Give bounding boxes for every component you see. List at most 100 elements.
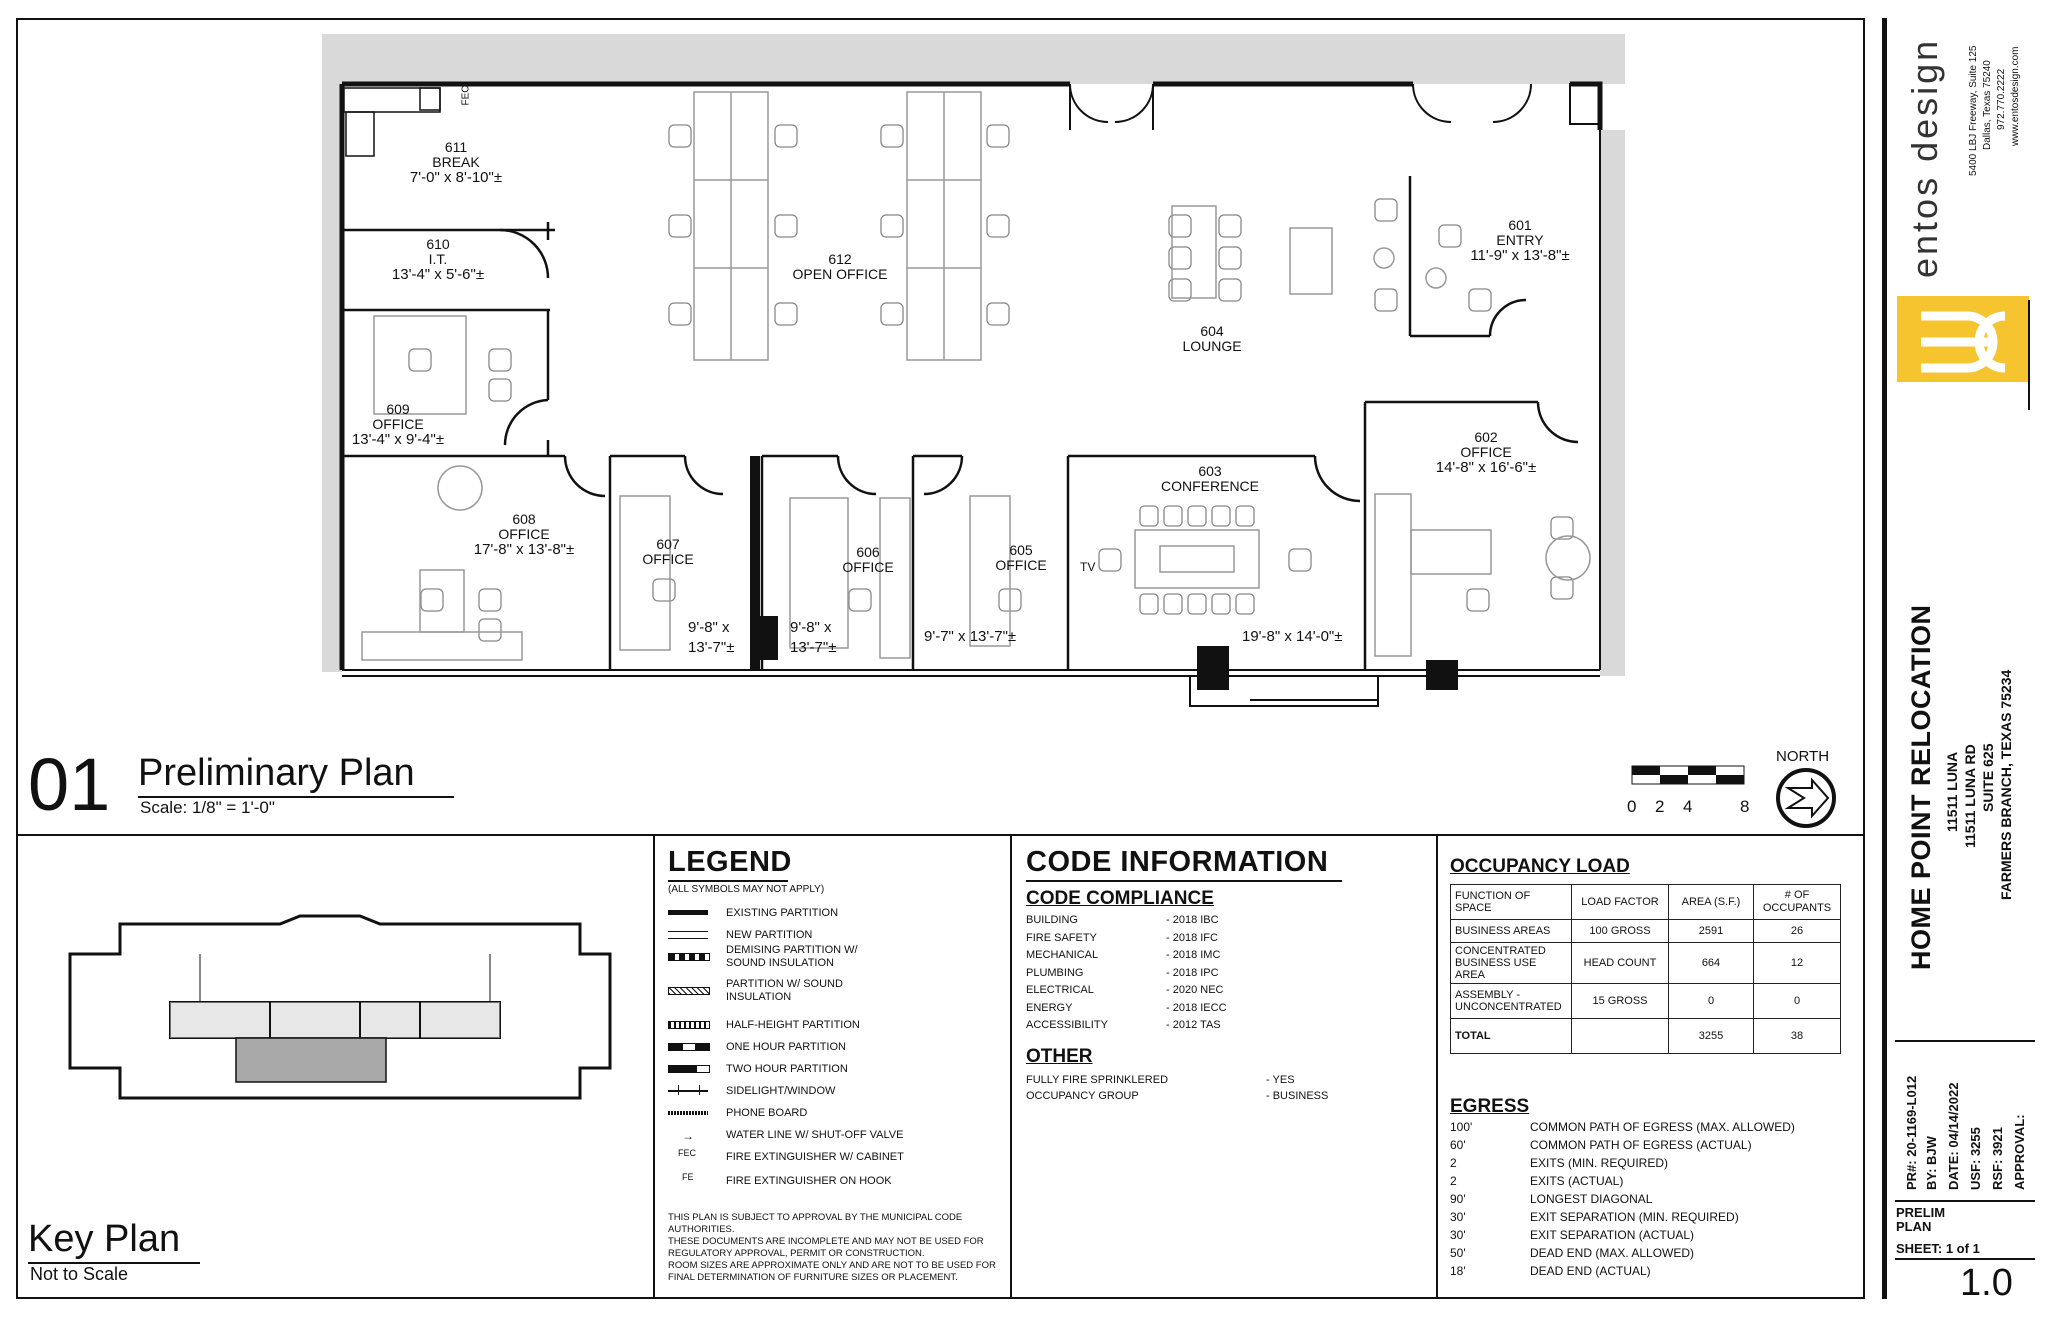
chair-icon [420,588,444,612]
chair-icon [880,302,904,326]
scale-tick-0: 0 [1627,797,1637,816]
code-compliance-list: BUILDING- 2018 IBC FIRE SAFETY- 2018 IFC… [1026,914,1406,1037]
egress-title: EGRESS [1450,1096,1530,1117]
occupancy-row: CONCENTRATED BUSINESS USE AREA HEAD COUN… [1450,942,1841,984]
legend-item: PHONE BOARD [668,1104,807,1122]
occupancy-header-row: FUNCTION OF SPACE LOAD FACTOR AREA (S.F.… [1450,884,1841,920]
code-title: CODE INFORMATION [1026,846,1329,878]
chair-icon [1163,505,1183,527]
chair-icon [1139,505,1159,527]
plan-name: Preliminary Plan [138,752,415,794]
project-line-3: SUITE 625 [1980,743,1996,812]
key-plan-title: Key Plan [28,1218,181,1260]
firm-address-2: Dallas, Texas 75240 [1982,60,1993,150]
plan-number: 01 [28,743,111,826]
legend-item: HALF-HEIGHT PARTITION [668,1016,860,1034]
plan-divider [16,834,1865,836]
legend-disclaimer: THIS PLAN IS SUBJECT TO APPROVAL BY THE … [668,1212,996,1283]
chair-icon [986,214,1010,238]
chair-icon [1098,548,1122,572]
chair-icon [1168,214,1192,238]
project-title: HOME POINT RELOCATION [1906,604,1936,971]
scale-tick-4: 4 [1683,797,1693,816]
keyplan-divider [653,834,655,1299]
scale-bar [1631,765,1745,785]
chair-icon [880,214,904,238]
sheet-approval: APPROVAL: [2012,1114,2027,1190]
code-other-row: FULLY FIRE SPRINKLERED- YES [1026,1074,1295,1086]
legend-item: DEMISING PARTITION W/ SOUND INSULATION [668,944,896,969]
legend-item: →WATER LINE W/ SHUT-OFF VALVE [682,1129,904,1143]
sheet-by: BY: BJW [1924,1136,1939,1190]
egress-list: 100'COMMON PATH OF EGRESS (MAX. ALLOWED)… [1450,1120,1870,1290]
sheet-count: SHEET: 1 of 1 [1896,1241,1980,1256]
chair-icon [668,124,692,148]
code-row: ELECTRICAL- 2020 NEC [1026,984,1224,996]
chair-icon [1139,593,1159,615]
firm-name: entos design [1904,37,1945,278]
key-plan-rule [28,1262,200,1264]
chair-icon [1466,588,1490,612]
code-other-row: OCCUPANCY GROUP- BUSINESS [1026,1090,1329,1102]
egress-row: 30'EXIT SEPARATION (MIN. REQUIRED) [1450,1210,1739,1224]
code-row: ACCESSIBILITY- 2012 TAS [1026,1019,1221,1031]
legend-note: (ALL SYMBOLS MAY NOT APPLY) [668,884,825,895]
legend-item: ONE HOUR PARTITION [668,1038,846,1056]
chair-icon [1218,278,1242,302]
code-row: BUILDING- 2018 IBC [1026,914,1219,926]
project-line-1: 11511 LUNA [1944,751,1960,832]
chair-icon [1168,278,1192,302]
code-compliance-title: CODE COMPLIANCE [1026,888,1214,909]
titleblock-line-left [1882,18,1887,1299]
room-603-size: 19'-8" x 14'-0"± [1242,628,1343,645]
code-divider [1436,834,1438,1299]
egress-row: 90'LONGEST DIAGONAL [1450,1192,1653,1206]
chair-icon [488,348,512,372]
chair-icon [1438,224,1462,248]
chair-icon [1218,246,1242,270]
sheet-usf: USF: 3255 [1968,1127,1983,1190]
egress-row: 18'DEAD END (ACTUAL) [1450,1264,1651,1278]
sheet-date: DATE: 04/14/2022 [1946,1082,1961,1190]
chair-icon [1235,505,1255,527]
chair-icon [488,378,512,402]
chair-icon [408,348,432,372]
legend-item: NEW PARTITION [668,926,812,944]
legend-title-rule [668,880,788,882]
firm-web: www.entosdesign.com [2010,46,2021,147]
sheet-rsf: RSF: 3921 [1990,1127,2005,1190]
tv-mark: TV [1080,560,1096,574]
code-row: PLUMBING- 2018 IPC [1026,966,1219,979]
occupancy-row: BUSINESS AREAS 100 GROSS 2591 26 [1450,919,1841,943]
legend-item: SIDELIGHT/WINDOW [668,1082,835,1100]
chair-icon [986,124,1010,148]
chair-icon [986,302,1010,326]
chair-icon [1468,288,1492,312]
room-606-size: 9'-8" x 13'-7"± [790,619,837,656]
occupancy-total-row: TOTAL 3255 38 [1450,1018,1841,1054]
key-plan-subtitle: Not to Scale [30,1264,129,1284]
entos-logo-icon [1897,296,2029,382]
code-other-list: FULLY FIRE SPRINKLERED- YES OCCUPANCY GR… [1026,1074,1406,1106]
chair-icon [668,214,692,238]
chair-icon [1211,505,1231,527]
scale-tick-2: 2 [1655,797,1665,816]
chair-icon [1168,246,1192,270]
chair-icon [1374,198,1398,222]
chair-icon [1288,548,1312,572]
chair-icon [1187,505,1207,527]
drawing-border [16,18,1865,1299]
code-row: ENERGY- 2018 IECC [1026,1001,1227,1014]
